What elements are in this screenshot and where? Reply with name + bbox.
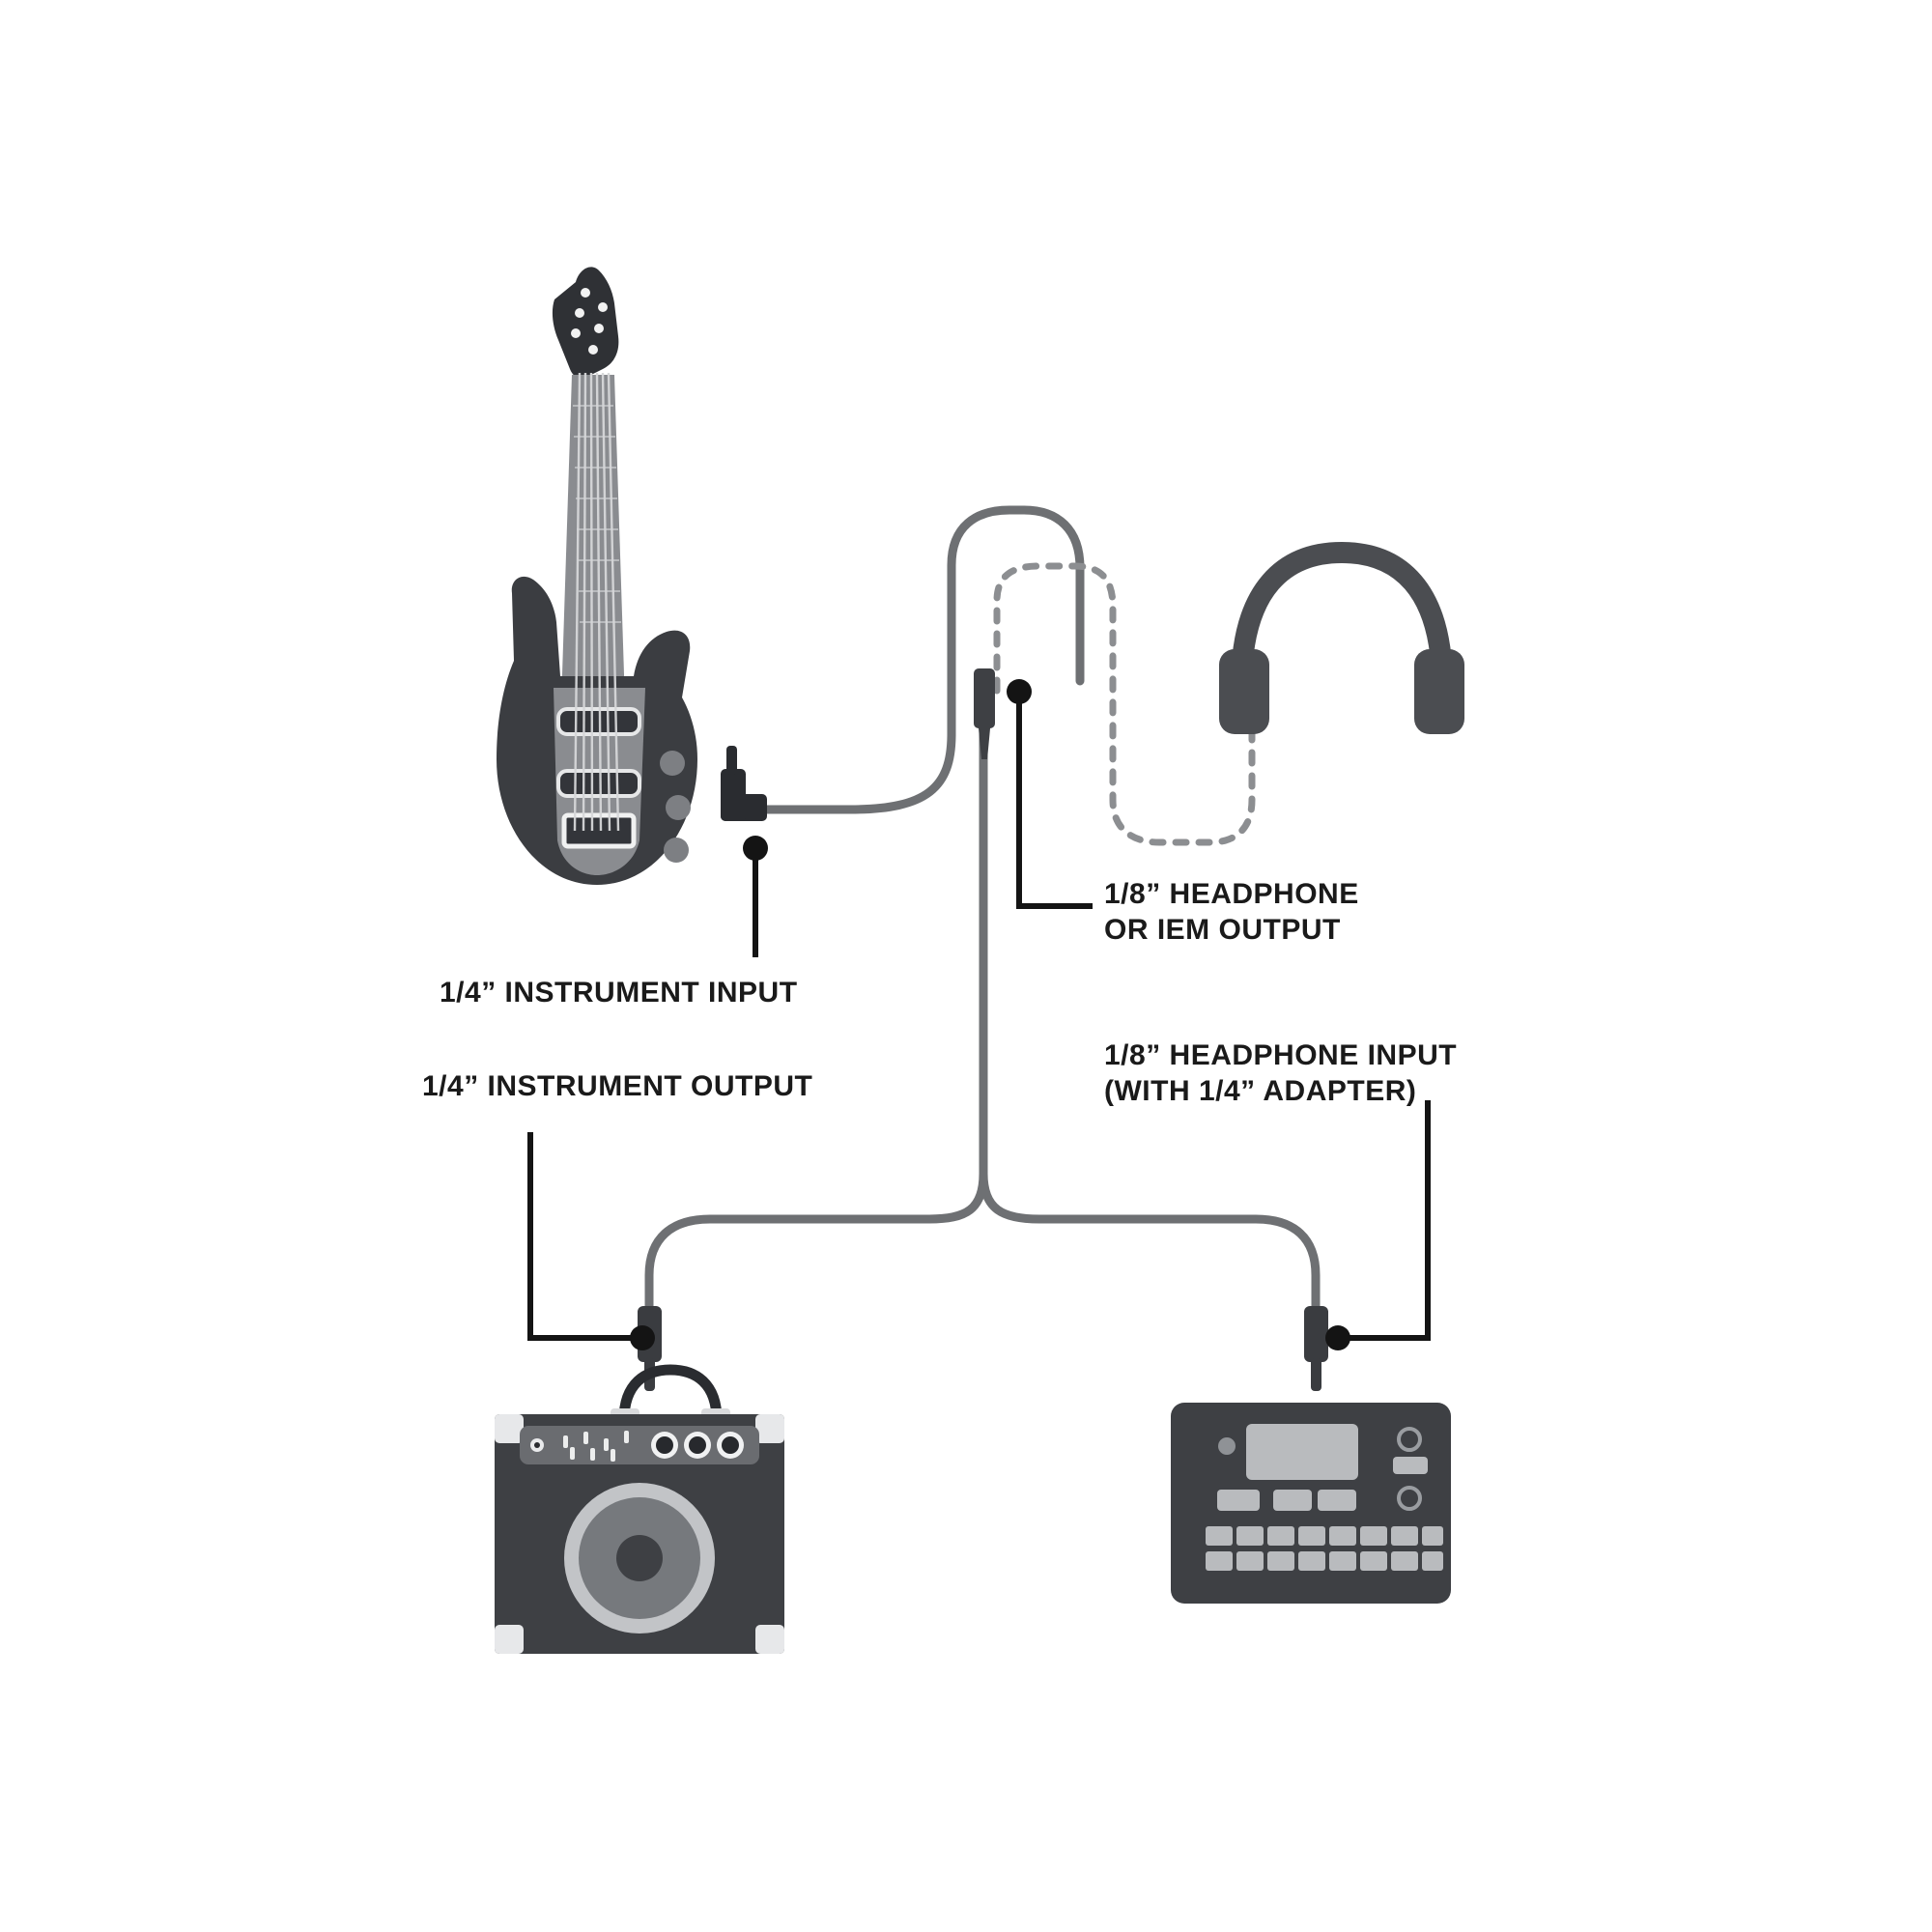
leader-line-layer	[527, 691, 1431, 1341]
leader-headphone-output	[1016, 691, 1093, 909]
label-instrument-input: 1/4” INSTRUMENT INPUT	[440, 977, 798, 1009]
interface-connector[interactable]	[974, 668, 995, 759]
sampler-screen	[1246, 1424, 1358, 1480]
connector-tip	[979, 728, 990, 759]
amp-corner-protectors	[495, 1414, 784, 1654]
amp-speaker-dustcap	[616, 1535, 663, 1581]
sampler-button-mid-2[interactable]	[1318, 1490, 1356, 1511]
headphone-cable	[993, 562, 1256, 846]
leader-headphone-input	[1332, 1100, 1431, 1341]
electric-guitar[interactable]	[497, 267, 697, 885]
sampler-plug-tip	[1311, 1358, 1321, 1391]
sampler-button-side[interactable]	[1393, 1457, 1428, 1474]
interface-to-sampler-cable	[979, 1169, 1321, 1314]
leader-dot-instrument-input	[743, 836, 768, 861]
amp-handle	[618, 1364, 723, 1426]
sampler-button-mid-1[interactable]	[1273, 1490, 1312, 1511]
sampler-plug-barrel	[1304, 1306, 1328, 1362]
right-angle-quarter-inch-plug[interactable]	[721, 746, 767, 821]
label-headphone-output: 1/8” HEADPHONE OR IEM OUTPUT	[1104, 878, 1359, 946]
guitar-control-knobs[interactable]	[660, 751, 691, 863]
sampler-pad-grid[interactable]	[1206, 1526, 1443, 1571]
connector-body	[974, 668, 995, 728]
sampler-quarter-inch-plug[interactable]	[1304, 1306, 1328, 1391]
amp-sliders[interactable]	[563, 1431, 629, 1462]
amp-knobs[interactable]	[651, 1432, 744, 1459]
plug-barrel-vertical	[721, 769, 746, 821]
interface-to-amp-cable	[644, 1169, 988, 1314]
sampler-button-left[interactable]	[1217, 1490, 1260, 1511]
cable-layer	[644, 505, 1321, 1314]
headphone-earcup-left	[1219, 649, 1269, 734]
headphone-headband	[1231, 541, 1453, 696]
headphones[interactable]	[1219, 541, 1464, 734]
tuner-pegs	[571, 288, 608, 355]
amp-pilot-light-core	[534, 1442, 540, 1448]
sampler-indicator-led	[1218, 1437, 1236, 1455]
leader-dot-layer	[630, 679, 1350, 1350]
guitar-strings	[573, 372, 620, 832]
label-headphone-input: 1/8” HEADPHONE INPUT (WITH 1/4” ADAPTER)	[1104, 1039, 1458, 1107]
leader-instrument-output	[527, 1132, 640, 1341]
plug-tip	[726, 746, 737, 775]
guitar-bridge-pickup	[556, 769, 641, 798]
sampler-knob-bottom[interactable]	[1397, 1486, 1422, 1511]
guitar-to-interface-cable	[758, 505, 1085, 814]
guitar-bridge	[561, 812, 637, 849]
leader-dot-headphone-input	[1325, 1325, 1350, 1350]
leader-dot-instrument-output	[630, 1325, 655, 1350]
label-instrument-output: 1/4” INSTRUMENT OUTPUT	[422, 1070, 813, 1102]
headphone-earcup-right	[1414, 649, 1464, 734]
guitar-amplifier[interactable]	[495, 1364, 784, 1654]
sampler-drum-machine[interactable]	[1171, 1403, 1451, 1604]
sampler-knob-top[interactable]	[1397, 1427, 1422, 1452]
leader-dot-headphone-output	[1007, 679, 1032, 704]
guitar-headstock	[552, 267, 619, 379]
